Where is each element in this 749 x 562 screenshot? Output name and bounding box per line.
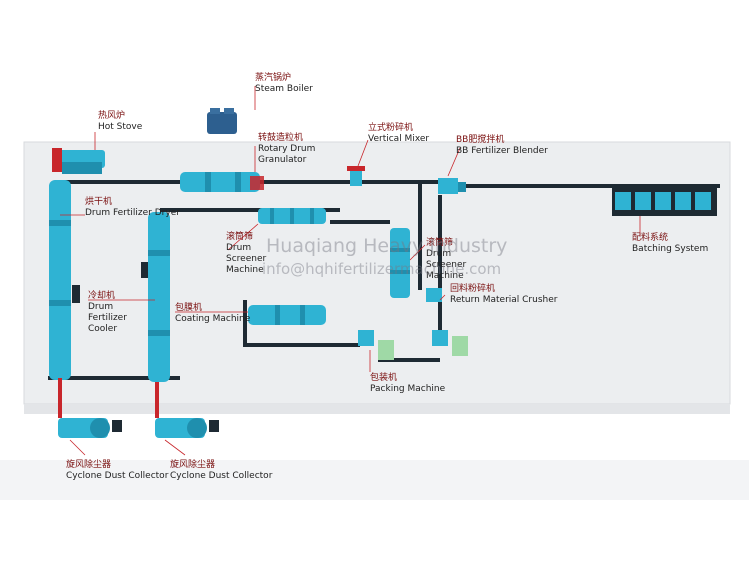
label-return-crusher-cn: 回料粉碎机 <box>450 284 496 294</box>
label-drum-screener-2-en: Drum Screener Machine <box>426 249 467 281</box>
label-dryer-cn: 烘干机 <box>85 197 113 207</box>
label-batching-system-cn: 配料系统 <box>632 233 669 243</box>
label-steam-boiler-en: Steam Boiler <box>255 84 313 94</box>
label-bb-blender-cn: BB肥搅拌机 <box>456 135 505 145</box>
cyclone-dust-collector-icon <box>58 418 122 438</box>
label-return-crusher: 回料粉碎机 Return Material Crusher <box>450 284 557 306</box>
label-batching-system-en: Batching System <box>632 244 709 254</box>
label-vertical-mixer-en: Vertical Mixer <box>368 134 430 144</box>
label-drum-screener-2-cn: 滚筒筛 <box>426 238 454 248</box>
label-coating-machine-cn: 包膜机 <box>175 303 203 313</box>
label-hot-stove: 热风炉 Hot Stove <box>98 111 142 133</box>
label-packing-machine-en: Packing Machine <box>370 384 446 394</box>
drum-screener-vertical-icon <box>390 228 410 298</box>
label-bb-blender: BB肥搅拌机 BB Fertilizer Blender <box>456 135 548 157</box>
label-cyclone-1-en: Cyclone Dust Collector <box>66 471 169 481</box>
vertical-mixer-icon <box>347 166 365 186</box>
label-cyclone-2-cn: 旋风除尘器 <box>170 460 216 470</box>
label-return-crusher-en: Return Material Crusher <box>450 295 558 305</box>
drum-cooler-icon <box>141 212 170 382</box>
leader-lines <box>60 86 641 456</box>
label-bb-blender-en: BB Fertilizer Blender <box>456 146 548 156</box>
coating-machine-icon <box>248 305 326 325</box>
label-batching-system: 配料系统 Batching System <box>632 233 708 255</box>
packing-machine-icon <box>358 330 468 360</box>
label-cooler-en: Drum Fertilizer Cooler <box>88 302 127 334</box>
label-coating-machine-en: Coating Machine <box>175 314 251 324</box>
label-vertical-mixer-cn: 立式粉碎机 <box>368 123 414 133</box>
hot-stove-icon <box>52 148 105 174</box>
label-dryer: 烘干机 Drum Fertilizer Dryer <box>85 197 180 219</box>
label-cyclone-2: 旋风除尘器 Cyclone Dust Collector <box>170 460 272 482</box>
rotary-drum-granulator-icon <box>180 172 264 192</box>
batching-system-icon <box>612 188 717 216</box>
label-cyclone-1: 旋风除尘器 Cyclone Dust Collector <box>66 460 168 482</box>
exhaust-pipes <box>58 378 159 418</box>
label-drum-screener-1: 滚筒筛 Drum Screener Machine <box>226 232 286 276</box>
label-dryer-en: Drum Fertilizer Dryer <box>85 208 180 218</box>
label-cooler-cn: 冷却机 <box>88 291 116 301</box>
label-rotary-drum-granulator: 转鼓造粒机 Rotary Drum Granulator <box>258 133 328 166</box>
ground-band <box>0 460 749 500</box>
floor-shadow <box>24 404 730 414</box>
label-cyclone-2-en: Cyclone Dust Collector <box>170 471 273 481</box>
drum-screener-icon <box>258 208 326 224</box>
label-drum-screener-1-cn: 滚筒筛 <box>226 232 254 242</box>
label-drum-screener-2: 滚筒筛 Drum Screener Machine <box>426 238 486 282</box>
label-packing-machine: 包装机 Packing Machine <box>370 373 445 395</box>
return-crusher-icon <box>426 288 442 302</box>
label-vertical-mixer: 立式粉碎机 Vertical Mixer <box>368 123 429 145</box>
label-drum-screener-1-en: Drum Screener Machine <box>226 243 267 275</box>
label-hot-stove-cn: 热风炉 <box>98 111 126 121</box>
label-cooler: 冷却机 Drum Fertilizer Cooler <box>88 291 150 335</box>
drum-dryer-icon <box>49 180 80 380</box>
label-granulator-cn: 转鼓造粒机 <box>258 133 304 143</box>
label-coating-machine: 包膜机 Coating Machine <box>175 303 250 325</box>
label-hot-stove-en: Hot Stove <box>98 122 143 132</box>
cyclone-dust-collector-icon-2 <box>155 418 219 438</box>
bb-blender-icon <box>438 178 466 194</box>
steam-boiler-icon <box>207 108 237 134</box>
label-cyclone-1-cn: 旋风除尘器 <box>66 460 112 470</box>
label-packing-machine-cn: 包装机 <box>370 373 398 383</box>
label-granulator-en: Rotary Drum Granulator <box>258 144 316 165</box>
label-steam-boiler-cn: 蒸汽锅炉 <box>255 73 292 83</box>
label-steam-boiler: 蒸汽锅炉 Steam Boiler <box>255 73 313 95</box>
